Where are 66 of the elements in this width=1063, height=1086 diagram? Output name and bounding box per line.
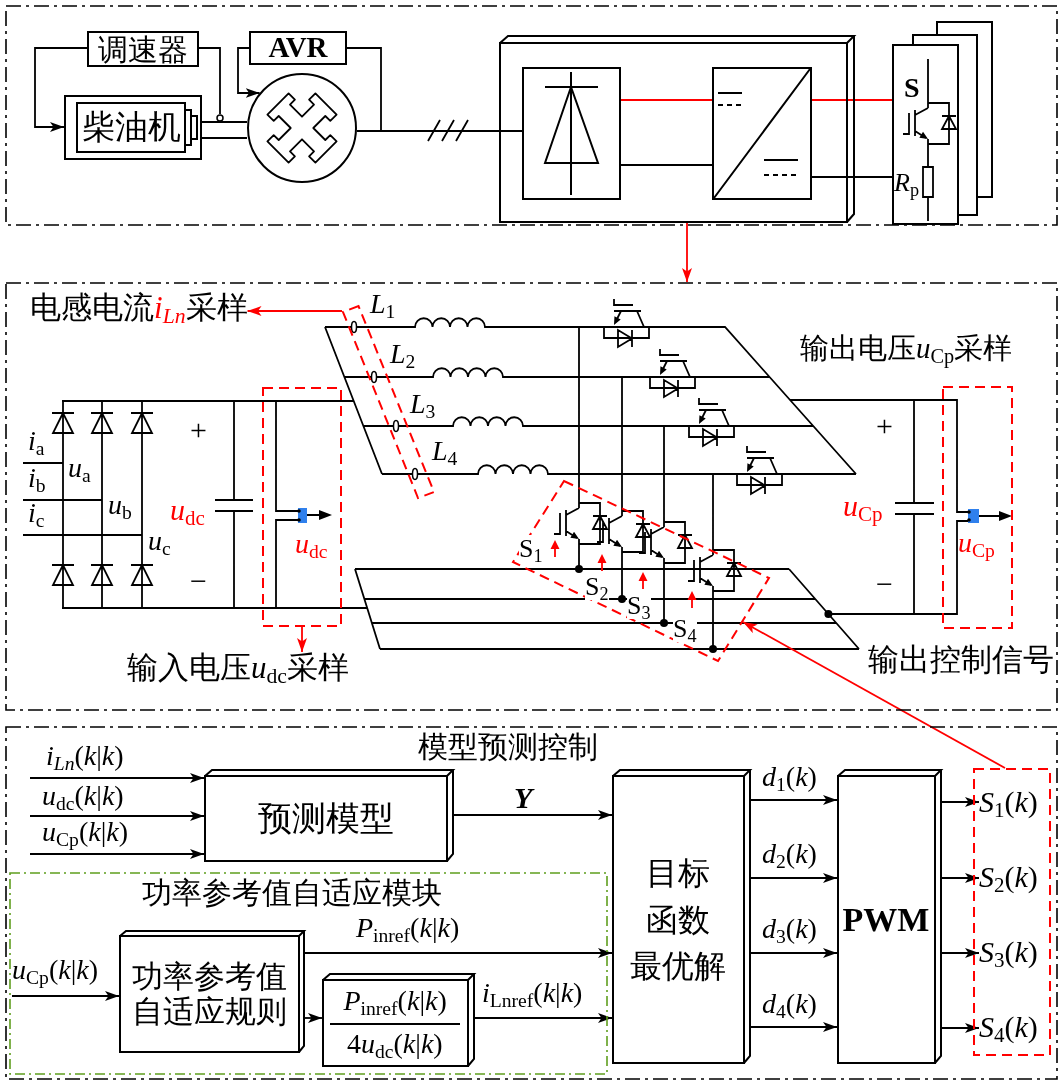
- connector-line: [620, 99, 713, 101]
- edge-label: d$_{4}$(k): [762, 989, 817, 1019]
- caption-text: 输入电压u$_{dc}$采样: [127, 652, 349, 685]
- arrow: [941, 797, 980, 807]
- arrow: [750, 1022, 838, 1032]
- arrow: [453, 810, 613, 820]
- edge-label: i$_{Ln}$(k|k): [46, 741, 124, 771]
- arrow: [682, 222, 692, 283]
- process-box: AVR: [249, 31, 347, 65]
- arrow: [750, 795, 838, 805]
- shaft-bar: [202, 121, 247, 139]
- sensor-circle: [216, 114, 224, 122]
- frame-title: 功率参考值自适应模块: [142, 877, 442, 909]
- edge-label: P$_{inref}$(k|k): [356, 913, 460, 943]
- signal-label: S$_{4}$(k): [979, 1011, 1038, 1043]
- process-box: PWM: [837, 769, 942, 1064]
- arrow: [304, 1013, 323, 1023]
- connector-line: [198, 47, 221, 115]
- arrow: [304, 948, 613, 958]
- denominator-text: 4u$_{dc}$(k|k): [347, 1029, 443, 1059]
- connector-line: [620, 164, 713, 166]
- arrow: [750, 873, 838, 883]
- converter-box: [499, 35, 855, 223]
- dc-converter-box: [712, 67, 812, 200]
- panel-frame: [5, 726, 1058, 1080]
- process-box: 预测模型: [204, 769, 454, 862]
- edge-label: i$_{Lnref}$(k|k): [482, 978, 583, 1008]
- generator-symbol: [247, 73, 357, 183]
- engine-box: 柴油机: [64, 95, 202, 160]
- edge-label: d$_{1}$(k): [762, 762, 817, 792]
- arrow: [941, 1023, 980, 1033]
- connector-line: [346, 47, 382, 132]
- rectifier-box: [522, 67, 621, 200]
- arrow: [742, 621, 1006, 769]
- formula-box: [322, 973, 475, 1067]
- arrow: [237, 47, 261, 98]
- connector-line: [811, 176, 893, 178]
- switch-label: S: [904, 73, 920, 103]
- edge-label: d$_{2}$(k): [762, 839, 817, 869]
- connector-line: [811, 99, 893, 101]
- arrow: [750, 948, 838, 958]
- arrow: [29, 773, 205, 783]
- connector-line: [356, 130, 523, 132]
- dashed-frame: [9, 872, 608, 1075]
- process-box: 目标函数最优解: [612, 769, 751, 1064]
- chopper-stack: [892, 21, 993, 225]
- arrow: [941, 948, 980, 958]
- signal-label: S$_{2}$(k): [979, 861, 1038, 893]
- arrow: [11, 991, 120, 1001]
- panel-frame: [5, 5, 1058, 226]
- edge-label: Y: [514, 782, 533, 814]
- edge-label: 输出控制信号: [868, 644, 1054, 677]
- arrow: [29, 811, 205, 821]
- signal-label: S$_{1}$(k): [979, 786, 1038, 818]
- arrow: [941, 873, 980, 883]
- signal-label: S$_{3}$(k): [979, 936, 1038, 968]
- numerator-text: P$_{inref}$(k|k): [343, 986, 447, 1016]
- edge-label: u$_{dc}$(k|k): [42, 781, 124, 811]
- arrow: [29, 849, 205, 859]
- arrow: [474, 1013, 613, 1023]
- arrow: [34, 47, 88, 132]
- process-box: 功率参考值自适应规则: [119, 930, 305, 1053]
- edge-label: d$_{3}$(k): [762, 914, 817, 944]
- process-box: 调速器: [87, 31, 199, 67]
- panel-title: 模型预测控制: [418, 731, 598, 763]
- dashed-frame: [973, 768, 1051, 1056]
